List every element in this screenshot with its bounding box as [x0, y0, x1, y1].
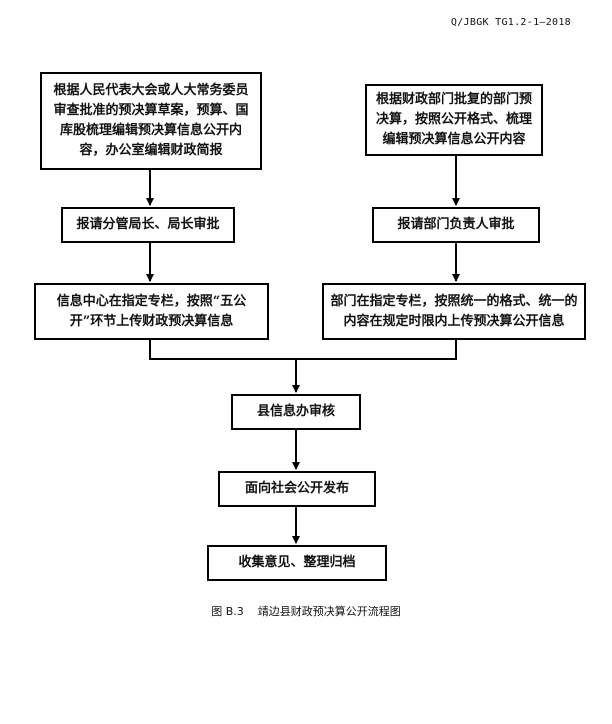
step-center-3-text: 收集意见、整理归档 — [238, 555, 356, 570]
step-left-3-text: 信息中心在指定专栏，按照“五公开”环节上传财政预决算信息 — [56, 293, 247, 329]
step-right-3: 部门在指定专栏，按照统一的格式、统一的内容在规定时限内上传预决算公开信息 — [322, 283, 586, 340]
figure-number: 图 B.3 — [211, 605, 244, 618]
step-left-1: 根据人民代表大会或人大常务委员审查批准的预决算草案，预算、国库股梳理编辑预决算信… — [40, 72, 262, 170]
step-left-2: 报请分管局长、局长审批 — [61, 207, 235, 243]
step-center-3: 收集意见、整理归档 — [207, 545, 387, 581]
step-right-2-text: 报请部门负责人审批 — [397, 217, 515, 232]
step-right-2: 报请部门负责人审批 — [372, 207, 540, 243]
step-center-1-text: 县信息办审核 — [256, 404, 335, 419]
step-center-1: 县信息办审核 — [231, 394, 361, 430]
step-right-1-text: 根据财政部门批复的部门预决算，按照公开格式、梳理编辑预决算信息公开内容 — [375, 92, 532, 147]
figure-title: 靖边县财政预决算公开流程图 — [257, 605, 401, 618]
merge-line — [149, 340, 457, 360]
step-center-2: 面向社会公开发布 — [218, 471, 376, 507]
step-left-3: 信息中心在指定专栏，按照“五公开”环节上传财政预决算信息 — [34, 283, 269, 340]
figure-caption: 图 B.3 靖边县财政预决算公开流程图 — [0, 603, 612, 619]
step-right-1: 根据财政部门批复的部门预决算，按照公开格式、梳理编辑预决算信息公开内容 — [365, 84, 543, 156]
step-right-3-text: 部门在指定专栏，按照统一的格式、统一的内容在规定时限内上传预决算公开信息 — [330, 293, 578, 329]
step-left-2-text: 报请分管局长、局长审批 — [76, 217, 220, 232]
step-left-1-text: 根据人民代表大会或人大常务委员审查批准的预决算草案，预算、国库股梳理编辑预决算信… — [53, 83, 249, 158]
document-code: Q/JBGK TG1.2-1—2018 — [450, 17, 571, 28]
step-center-2-text: 面向社会公开发布 — [244, 481, 349, 496]
